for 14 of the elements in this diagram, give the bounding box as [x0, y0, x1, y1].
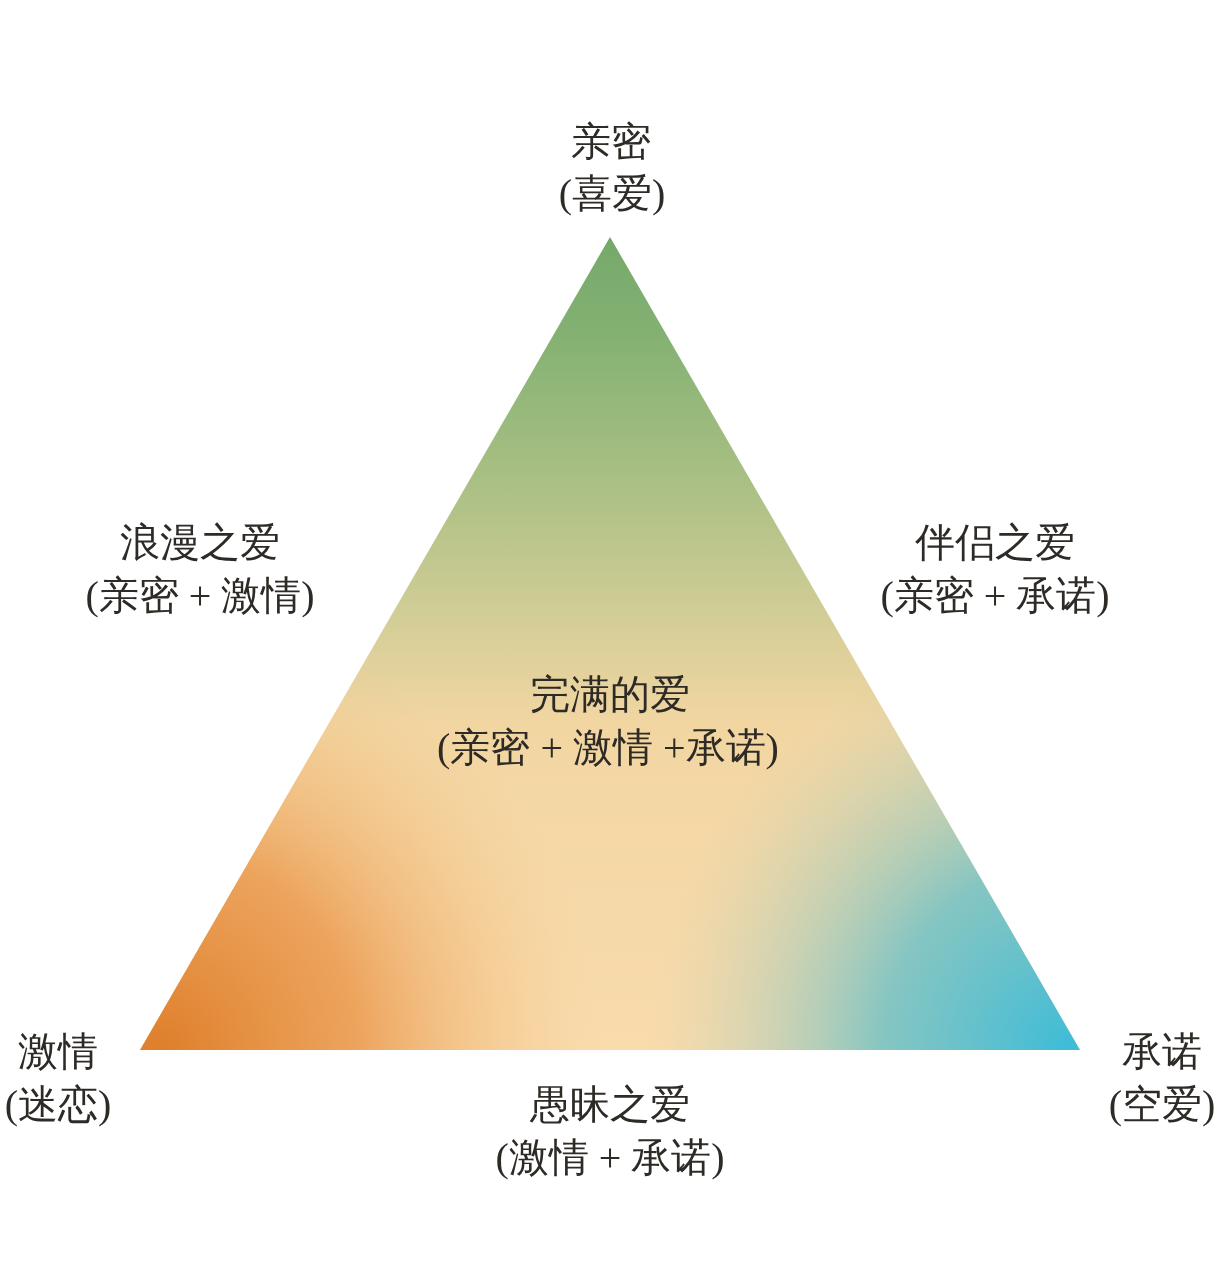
- vertex-note: (喜爱): [558, 171, 666, 217]
- center-title: 完满的爱: [530, 672, 690, 718]
- vertex-note: (迷恋): [4, 1082, 112, 1128]
- side-note: (亲密 + 承诺): [880, 573, 1110, 619]
- vertex-note: (空爱): [1108, 1082, 1216, 1128]
- vertex-label: 亲密: [571, 119, 651, 165]
- side-label: 伴侣之爱: [915, 520, 1075, 566]
- vertex-label: 激情: [18, 1029, 98, 1075]
- vertex-label: 承诺: [1122, 1029, 1202, 1075]
- side-label: 愚昧之爱: [530, 1082, 690, 1128]
- center-subtitle: (亲密 + 激情 +承诺): [437, 725, 779, 771]
- side-label: 浪漫之爱: [120, 520, 280, 566]
- side-note: (激情 + 承诺): [495, 1135, 725, 1181]
- side-note: (亲密 + 激情): [85, 573, 315, 619]
